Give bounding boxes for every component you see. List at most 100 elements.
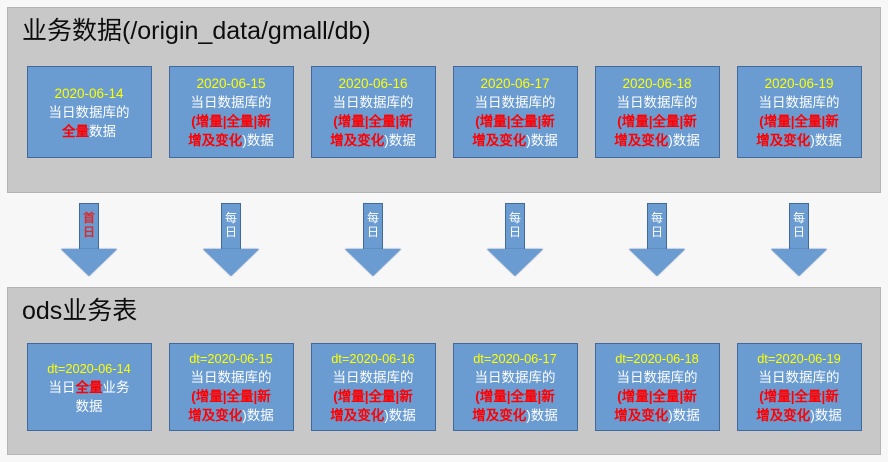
arrow-label: 每日 — [771, 211, 827, 239]
arrow-label-char: 每 — [366, 211, 379, 225]
arrow-label-char: 首 — [82, 211, 95, 225]
text-highlight: 增及变化 — [614, 408, 669, 423]
text-highlight: 增及变化 — [472, 133, 527, 148]
text-highlight: (增量|全量|新 — [475, 114, 555, 129]
source-data-box-line-3: 增及变化)数据 — [472, 131, 558, 150]
arrow-label-char: 日 — [508, 225, 521, 239]
text-plain: 数据 — [89, 123, 116, 139]
text-plain: )数据 — [668, 408, 700, 423]
text-plain: 业务 — [102, 379, 130, 395]
ods-data-box-line-3: 增及变化)数据 — [472, 406, 558, 425]
arrow-label-char: 每 — [650, 211, 663, 225]
down-arrow-icon: 每日 — [345, 203, 401, 276]
source-data-box-line-1: 当日数据库的 — [190, 95, 272, 110]
arrow-label-char: 日 — [366, 225, 379, 239]
down-arrow-icon: 每日 — [203, 203, 259, 276]
text-plain: )数据 — [242, 133, 274, 148]
text-plain: )数据 — [384, 408, 416, 423]
text-highlight: (增量|全量|新 — [475, 389, 555, 404]
text-highlight: 增及变化 — [756, 408, 811, 423]
ods-data-box-line-3: 增及变化)数据 — [756, 406, 842, 425]
ods-data-box-line-2: (增量|全量|新 — [475, 387, 555, 406]
arrow-slot: 每日 — [169, 203, 294, 276]
ods-data-box-date: dt=2020-06-17 — [473, 351, 557, 366]
ods-data-box-line-3: 增及变化)数据 — [614, 406, 700, 425]
text-highlight: 增及变化 — [756, 133, 811, 148]
ods-data-box-line-3: 数据 — [75, 398, 103, 414]
arrow-label: 首日 — [61, 211, 117, 239]
ods-data-box-line-1: 当日数据库的 — [758, 370, 840, 385]
down-arrow-icon: 每日 — [771, 203, 827, 276]
text-highlight: 增及变化 — [330, 133, 385, 148]
source-data-box[interactable]: 2020-06-17 当日数据库的 (增量|全量|新增及变化)数据 — [452, 66, 578, 158]
text-highlight: (增量|全量|新 — [759, 114, 839, 129]
arrow-head — [629, 249, 685, 276]
arrow-shaft — [789, 203, 809, 251]
arrow-shaft — [79, 203, 99, 251]
arrow-shaft — [505, 203, 525, 251]
source-data-box-line-2: (增量|全量|新 — [333, 112, 413, 131]
text-plain: )数据 — [526, 408, 558, 423]
ods-data-box-line-2: (增量|全量|新 — [191, 387, 271, 406]
text-highlight: 增及变化 — [330, 408, 385, 423]
ods-data-box-line-3: 增及变化)数据 — [188, 406, 274, 425]
arrow-label-char: 日 — [224, 225, 237, 239]
arrow-shaft — [221, 203, 241, 251]
arrow-label-char: 每 — [792, 211, 805, 225]
ods-data-box[interactable]: dt=2020-06-15 当日数据库的 (增量|全量|新增及变化)数据 — [168, 343, 294, 431]
ods-data-box-date: dt=2020-06-18 — [615, 351, 699, 366]
text-highlight: 增及变化 — [188, 133, 243, 148]
source-data-box-date: 2020-06-17 — [480, 76, 550, 91]
text-highlight: (增量|全量|新 — [191, 389, 271, 404]
down-arrow-icon: 首日 — [61, 203, 117, 276]
arrow-label-char: 日 — [792, 225, 805, 239]
down-arrow-icon: 每日 — [487, 203, 543, 276]
ods-data-box[interactable]: dt=2020-06-19 当日数据库的 (增量|全量|新增及变化)数据 — [736, 343, 862, 431]
ods-data-box-line-3: 增及变化)数据 — [330, 406, 416, 425]
ods-data-box-line-1: 当日数据库的 — [190, 370, 272, 385]
source-data-box-line-1: 当日数据库的 — [474, 95, 556, 110]
arrow-label-char: 每 — [224, 211, 237, 225]
text-highlight: (增量|全量|新 — [191, 114, 271, 129]
arrow-label-char: 日 — [650, 225, 663, 239]
arrow-head — [771, 249, 827, 276]
ods-data-box-date: dt=2020-06-19 — [757, 351, 841, 366]
source-data-box-line-1: 当日数据库的 — [332, 95, 414, 110]
ods-data-box-date: dt=2020-06-16 — [331, 351, 415, 366]
source-data-box-date: 2020-06-19 — [764, 76, 834, 91]
source-data-box-date: 2020-06-16 — [338, 76, 408, 91]
arrow-head — [203, 249, 259, 276]
arrow-label-char: 日 — [82, 225, 95, 239]
arrow-slot: 每日 — [311, 203, 436, 276]
ods-panel-title: ods业务表 — [22, 297, 138, 325]
arrow-label: 每日 — [345, 211, 401, 239]
down-arrow-icon: 每日 — [629, 203, 685, 276]
ods-data-box-line-2: (增量|全量|新 — [759, 387, 839, 406]
ods-data-box-date: dt=2020-06-15 — [189, 351, 273, 366]
source-data-box-date: 2020-06-18 — [622, 76, 692, 91]
text-highlight: 增及变化 — [472, 408, 527, 423]
text-plain: )数据 — [384, 133, 416, 148]
arrow-label: 每日 — [487, 211, 543, 239]
text-plain: )数据 — [242, 408, 274, 423]
source-data-box-line-3: 增及变化)数据 — [330, 131, 416, 150]
text-plain: 当日 — [48, 379, 76, 395]
text-highlight: (增量|全量|新 — [617, 389, 697, 404]
source-data-box-line-3: 增及变化)数据 — [614, 131, 700, 150]
source-data-box-line-3: 增及变化)数据 — [188, 131, 274, 150]
text-plain: )数据 — [810, 133, 842, 148]
ods-data-box-line-1: 当日数据库的 — [474, 370, 556, 385]
arrow-slot: 每日 — [595, 203, 720, 276]
ods-data-box-line-2: 当日全量业务 — [49, 378, 130, 397]
